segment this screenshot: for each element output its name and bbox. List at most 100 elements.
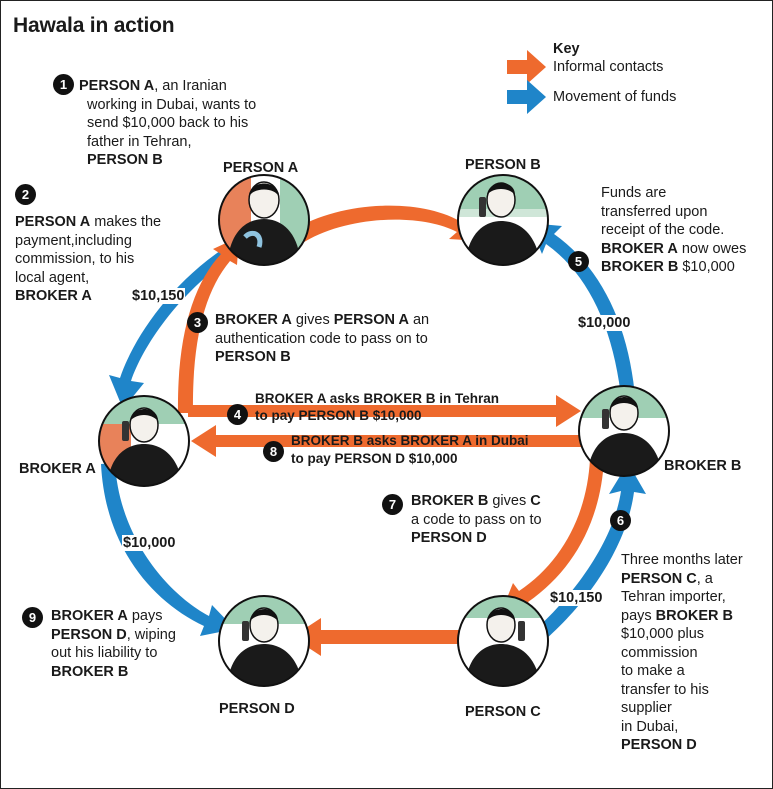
step-4-line-1: BROKER A asks BROKER B in Tehran [255, 391, 500, 406]
key-orange-arrow [507, 50, 546, 84]
amount-label-to-person-d: $10,000 [122, 535, 177, 551]
step-7-person-d: PERSON D [411, 530, 487, 546]
step-5-broker-b: BROKER B [601, 259, 679, 275]
step-6-line-8: transfer to his [621, 681, 709, 698]
step-6-pays: pays [621, 607, 656, 624]
step-5-broker-a: BROKER A [601, 240, 678, 257]
key-blue-arrow [507, 80, 546, 114]
informal-arrow-broker-a-to-broker-b [188, 395, 581, 427]
step-2-person-a: PERSON A [15, 214, 91, 230]
step-7-gives: gives [488, 493, 531, 509]
step-6-line-1: Three months later [621, 552, 743, 568]
step-1-line-4: father in Tehran, [87, 133, 192, 150]
key-swatches [507, 50, 546, 114]
step-3-an: an [408, 312, 430, 328]
amount-label-to-person-b: $10,000 [577, 315, 632, 331]
step-3-line-2: authentication code to pass on to [215, 330, 428, 347]
step-8-text: BROKER B asks BROKER A in Dubai to pay P… [291, 432, 529, 468]
informal-arrow-person-c-to-person-d [292, 618, 461, 656]
informal-arrow-broker-b-to-broker-a [191, 425, 597, 457]
key-funds-label: Movement of funds [553, 89, 677, 105]
step-8-line-2: to pay PERSON D $10,000 [291, 451, 458, 466]
step-7-badge: 7 [382, 494, 403, 515]
step-6-line-3: Tehran importer, [621, 589, 726, 605]
informal-arrow-person-a-to-person-b [293, 205, 481, 244]
step-1-badge: 1 [53, 74, 74, 95]
step-2-badge: 2 [15, 184, 36, 205]
step-1-line-1: , an Iranian [154, 78, 227, 94]
step-5-line-3: receipt of the code. [601, 222, 725, 238]
step-3-gives: gives [291, 312, 334, 328]
step-6-line-7: to make a [621, 663, 685, 679]
step-2-broker-a: BROKER A [15, 288, 92, 304]
label-person-d: PERSON D [219, 701, 295, 717]
label-broker-a: BROKER A [19, 461, 96, 477]
step-7-c: C [530, 493, 541, 509]
label-person-b: PERSON B [465, 157, 541, 173]
step-3-person-b: PERSON B [215, 349, 291, 365]
step-2-text: PERSON A makes the payment,including com… [15, 213, 161, 306]
step-5-badge: 5 [568, 251, 589, 272]
step-6-text: Three months later PERSON C, a Tehran im… [621, 551, 743, 755]
step-6-line-9: supplier [621, 700, 672, 716]
informal-arrows [177, 205, 604, 656]
step-6-line-5: $10,000 plus [621, 626, 705, 642]
step-2-line-1: makes the [90, 214, 162, 230]
label-person-c: PERSON C [465, 704, 541, 720]
step-6-line-10: in Dubai, [621, 718, 679, 735]
portrait-person-d [218, 595, 310, 687]
amount-label-c-to-broker: $10,150 [549, 590, 604, 606]
step-9-line-3: out his liability to [51, 645, 158, 661]
step-7-line-2: a code to pass on to [411, 511, 542, 528]
step-9-person-d: PERSON D [51, 626, 127, 643]
step-6-broker-b: BROKER B [655, 607, 734, 624]
page-title: Hawala in action [13, 14, 175, 37]
step-5-amount: $10,000 [678, 259, 735, 275]
key-heading: Key [553, 41, 580, 57]
step-2-line-3: commission, to his [15, 251, 135, 267]
step-6-person-c: PERSON C [621, 570, 697, 587]
amount-label-a-to-broker: $10,150 [131, 288, 186, 304]
step-5-now-owes: now owes [677, 240, 747, 257]
step-9-broker-a: BROKER A [51, 608, 128, 624]
step-3-broker-a: BROKER A [215, 312, 292, 328]
step-8-badge: 8 [263, 441, 284, 462]
step-3-text: BROKER A gives PERSON A an authenticatio… [215, 311, 429, 367]
portrait-person-b [457, 174, 549, 266]
step-9-badge: 9 [22, 607, 43, 628]
label-broker-b: BROKER B [664, 458, 742, 474]
step-1-text: 1 PERSON A, an Iranian working in Dubai, … [53, 74, 256, 170]
step-5-line-1: Funds are [601, 185, 667, 201]
step-1-person-b: PERSON B [87, 152, 163, 168]
step-5-line-2: transferred upon [601, 203, 708, 220]
step-2-line-4: local agent, [15, 269, 90, 286]
portrait-person-a [218, 174, 310, 266]
step-9-pays: pays [127, 608, 163, 624]
step-1-line-3: send $10,000 back to his [87, 115, 249, 131]
step-4-line-2: to pay PERSON B $10,000 [255, 408, 422, 423]
label-person-a: PERSON A [223, 160, 299, 176]
step-6-badge: 6 [610, 510, 631, 531]
step-7-text: BROKER B gives C a code to pass on to PE… [411, 492, 542, 548]
step-4-text: BROKER A asks BROKER B in Tehran to pay … [255, 390, 499, 424]
step-5-text: Funds are transferred upon receipt of th… [601, 184, 746, 277]
portrait-broker-a [98, 395, 190, 487]
step-8-line-1: BROKER B asks BROKER A in Dubai [291, 433, 529, 448]
step-2-line-2: payment,including [15, 232, 132, 249]
step-4-badge: 4 [227, 404, 248, 425]
step-9-broker-b: BROKER B [51, 663, 129, 680]
step-6-line-6: commission [621, 644, 698, 661]
informal-arrow-broker-a-to-person-a [177, 237, 239, 413]
step-9-wiping: , wiping [126, 626, 176, 643]
step-9-text: BROKER A pays PERSON D, wiping out his l… [51, 607, 176, 681]
step-1-person-a: PERSON A [79, 78, 155, 94]
step-6-a: , a [696, 570, 713, 587]
key-informal-label: Informal contacts [553, 59, 664, 75]
step-1-line-2: working in Dubai, wants to [87, 96, 257, 113]
step-7-broker-b: BROKER B [411, 493, 489, 509]
portrait-person-c [457, 595, 549, 687]
step-6-person-d: PERSON D [621, 737, 697, 753]
step-3-person-a: PERSON A [333, 312, 409, 328]
